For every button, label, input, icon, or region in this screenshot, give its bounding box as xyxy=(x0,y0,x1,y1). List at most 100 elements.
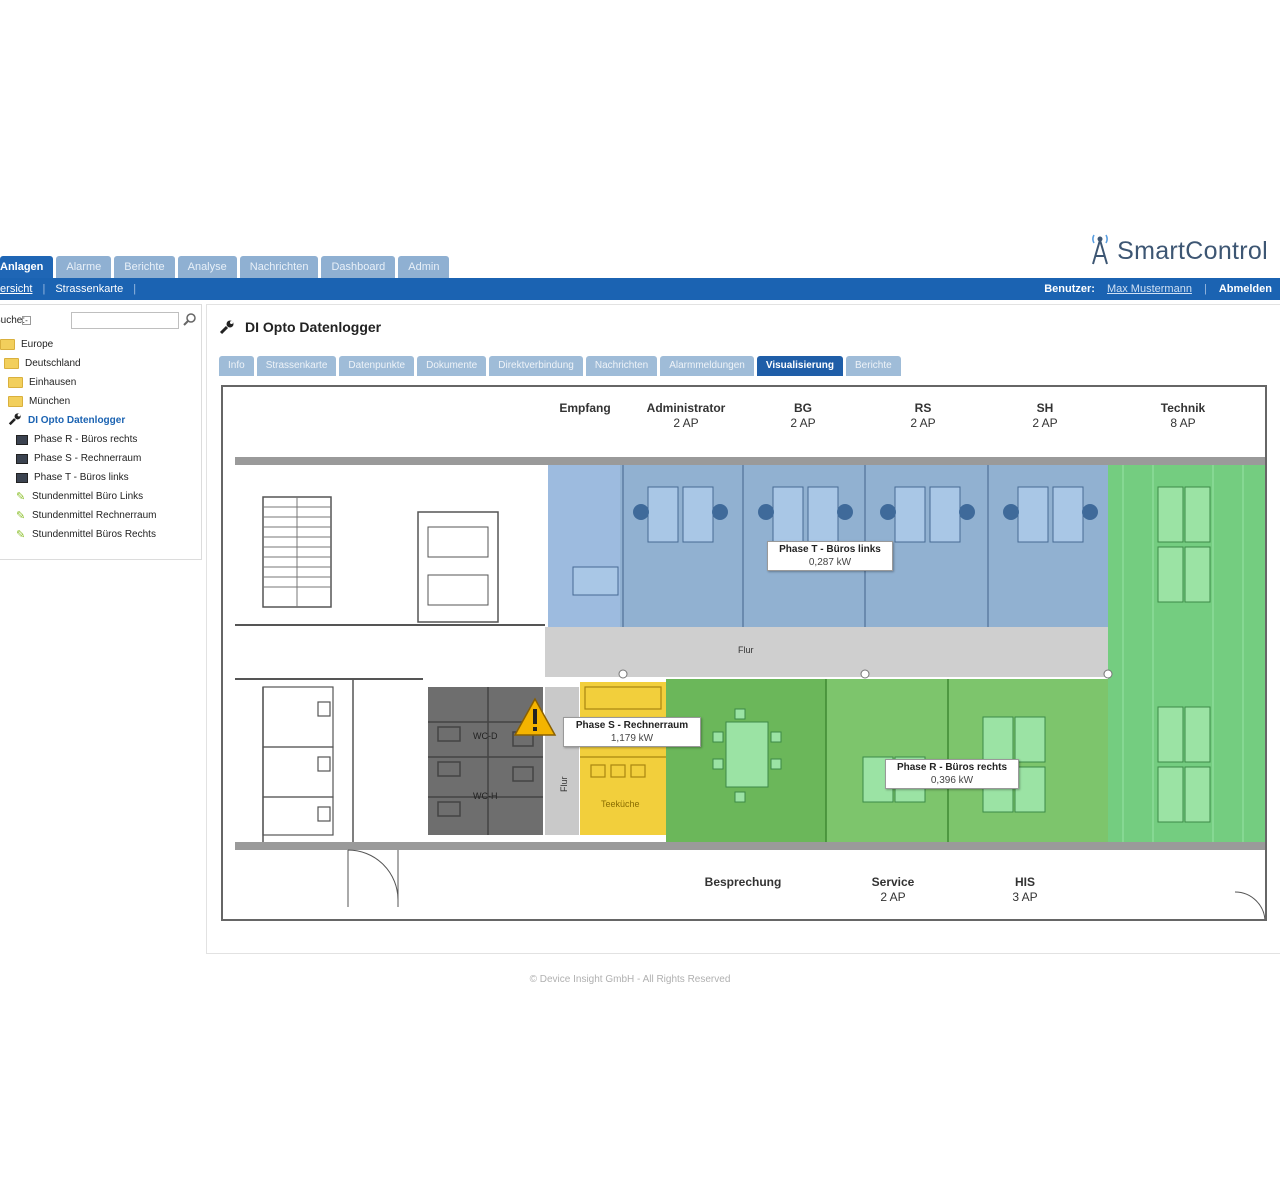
navigation-bar: Übersicht | Strassenkarte | Benutzer: Ma… xyxy=(0,278,1280,300)
main-tab-alarme[interactable]: Alarme xyxy=(56,256,112,278)
sensor-icon xyxy=(16,472,28,483)
tree-node[interactable]: Deutschland xyxy=(0,354,201,373)
sidebar: Suche: - EuropeDeutschlandEinhausenMünch… xyxy=(0,304,202,560)
phase-t-value: 0,287 kW xyxy=(808,557,852,568)
tree-node[interactable]: Phase S - Rechnerraum xyxy=(0,449,201,468)
device-tab-alarmmeldungen[interactable]: Alarmmeldungen xyxy=(660,356,754,376)
flur-strip xyxy=(545,687,579,835)
wrench-icon xyxy=(219,320,234,335)
device-tab-dokumente[interactable]: Dokumente xyxy=(417,356,487,376)
tree-node[interactable]: München xyxy=(0,392,201,411)
tree-node[interactable]: Phase R - Büros rechts xyxy=(0,430,201,449)
phase-s-tooltip[interactable]: Phase S - Rechnerraum 1,179 kW xyxy=(563,717,701,747)
device-tab-datenpunkte[interactable]: Datenpunkte xyxy=(339,356,415,376)
phase-s-title: Phase S - Rechnerraum xyxy=(575,720,689,731)
search-icon[interactable] xyxy=(183,312,197,329)
device-tab-visualisierung[interactable]: Visualisierung xyxy=(756,356,844,376)
phase-r-value: 0,396 kW xyxy=(930,775,974,786)
teekueche-label: Teeküche xyxy=(601,799,640,809)
logo-text: SmartControl xyxy=(1117,237,1268,265)
main-tab-analyse[interactable]: Analyse xyxy=(177,256,237,278)
streetmap-link[interactable]: Strassenkarte xyxy=(55,283,124,295)
wc-d-label: WC-D xyxy=(473,731,498,741)
tree-node-label: München xyxy=(29,396,71,407)
tree-node-label: Stundenmittel Rechnerraum xyxy=(32,510,157,521)
device-tab-berichte[interactable]: Berichte xyxy=(846,356,901,376)
wc-area xyxy=(428,687,543,835)
tree-node-label: Stundenmittel Büro Links xyxy=(32,491,144,502)
nav-separator: | xyxy=(42,283,46,295)
south-wall xyxy=(235,842,1265,850)
phase-t-title: Phase T - Büros links xyxy=(779,544,881,555)
search-row: Suche: - xyxy=(0,305,201,335)
floor-plan: WC-D WC-H xyxy=(221,385,1267,921)
phase-r-tooltip[interactable]: Phase R - Büros rechts 0,396 kW xyxy=(885,759,1019,789)
overview-link[interactable]: Übersicht xyxy=(0,283,33,295)
main-tab-dashboard[interactable]: Dashboard xyxy=(321,256,396,278)
user-label: Benutzer: xyxy=(1044,283,1095,295)
device-tab-direktverbindung[interactable]: Direktverbindung xyxy=(489,356,583,376)
pencil-icon: ✎ xyxy=(16,491,26,503)
user-name-link[interactable]: Max Mustermann xyxy=(1106,283,1192,295)
logout-link[interactable]: Abmelden xyxy=(1218,283,1272,295)
device-tab-nachrichten[interactable]: Nachrichten xyxy=(585,356,658,376)
collapse-icon[interactable]: - xyxy=(22,315,31,325)
folder-icon xyxy=(4,358,19,369)
tree-node[interactable]: ✎Stundenmittel Büros Rechts xyxy=(0,525,201,544)
wc-h-label: WC-H xyxy=(473,791,498,801)
main-tab-admin[interactable]: Admin xyxy=(398,256,450,278)
tree-node-label: Stundenmittel Büros Rechts xyxy=(32,529,156,540)
pencil-icon: ✎ xyxy=(16,510,26,522)
phase-r-title: Phase R - Büros rechts xyxy=(896,762,1008,773)
phase-s-zone xyxy=(580,682,666,835)
phase-t-tooltip[interactable]: Phase T - Büros links 0,287 kW xyxy=(767,541,893,571)
device-tab-info[interactable]: Info xyxy=(219,356,254,376)
tree-node-label: Phase R - Büros rechts xyxy=(34,434,138,445)
tree-node-label: Europe xyxy=(21,339,54,350)
device-title-text: DI Opto Datenlogger xyxy=(245,319,382,335)
tree-node[interactable]: ✎ Stundenmittel Rechnerraum xyxy=(0,506,201,525)
device-tab-strassenkarte[interactable]: Strassenkarte xyxy=(256,356,337,376)
nav-separator: | xyxy=(133,283,137,295)
main-tab-nachrichten[interactable]: Nachrichten xyxy=(239,256,319,278)
corridor xyxy=(545,627,1108,677)
folder-icon xyxy=(8,377,23,388)
tree-node-label: DI Opto Datenlogger xyxy=(28,415,126,426)
tree-node[interactable]: Phase T - Büros links xyxy=(0,468,201,487)
antenna-icon xyxy=(1092,234,1109,265)
phase-s-value: 1,179 kW xyxy=(610,733,654,744)
folder-icon xyxy=(8,396,23,407)
elevator-block xyxy=(417,511,499,623)
device-title: DI Opto Datenlogger xyxy=(219,319,381,335)
search-label: Suche: xyxy=(0,314,26,326)
empfang-zone xyxy=(548,465,620,627)
main-tab-anlagen[interactable]: Anlagen xyxy=(0,256,54,278)
search-input[interactable] xyxy=(71,311,179,329)
tree-node-label: Phase S - Rechnerraum xyxy=(34,453,142,464)
tree-node[interactable]: ✎ Stundenmittel Büro Links xyxy=(0,487,201,506)
tree-node[interactable]: Europe xyxy=(0,335,201,354)
tree-node[interactable]: DI Opto Datenlogger xyxy=(0,411,201,430)
room-label-empfang: Empfang xyxy=(559,401,611,415)
wrench-icon xyxy=(8,412,22,429)
smartcontrol-logo: SmartControl xyxy=(1087,232,1268,266)
tree-node[interactable]: Einhausen xyxy=(0,373,201,392)
north-wall xyxy=(235,457,1265,465)
floor-plan-drawing: WC-D WC-H xyxy=(235,457,1265,919)
sensor-icon xyxy=(16,434,28,445)
folder-icon xyxy=(0,339,15,350)
nav-separator: | xyxy=(1203,283,1207,295)
room-label-besprechung: Besprechung xyxy=(704,875,782,889)
alarm-warning-icon xyxy=(513,697,557,736)
main-tab-berichte[interactable]: Berichte xyxy=(114,256,175,278)
